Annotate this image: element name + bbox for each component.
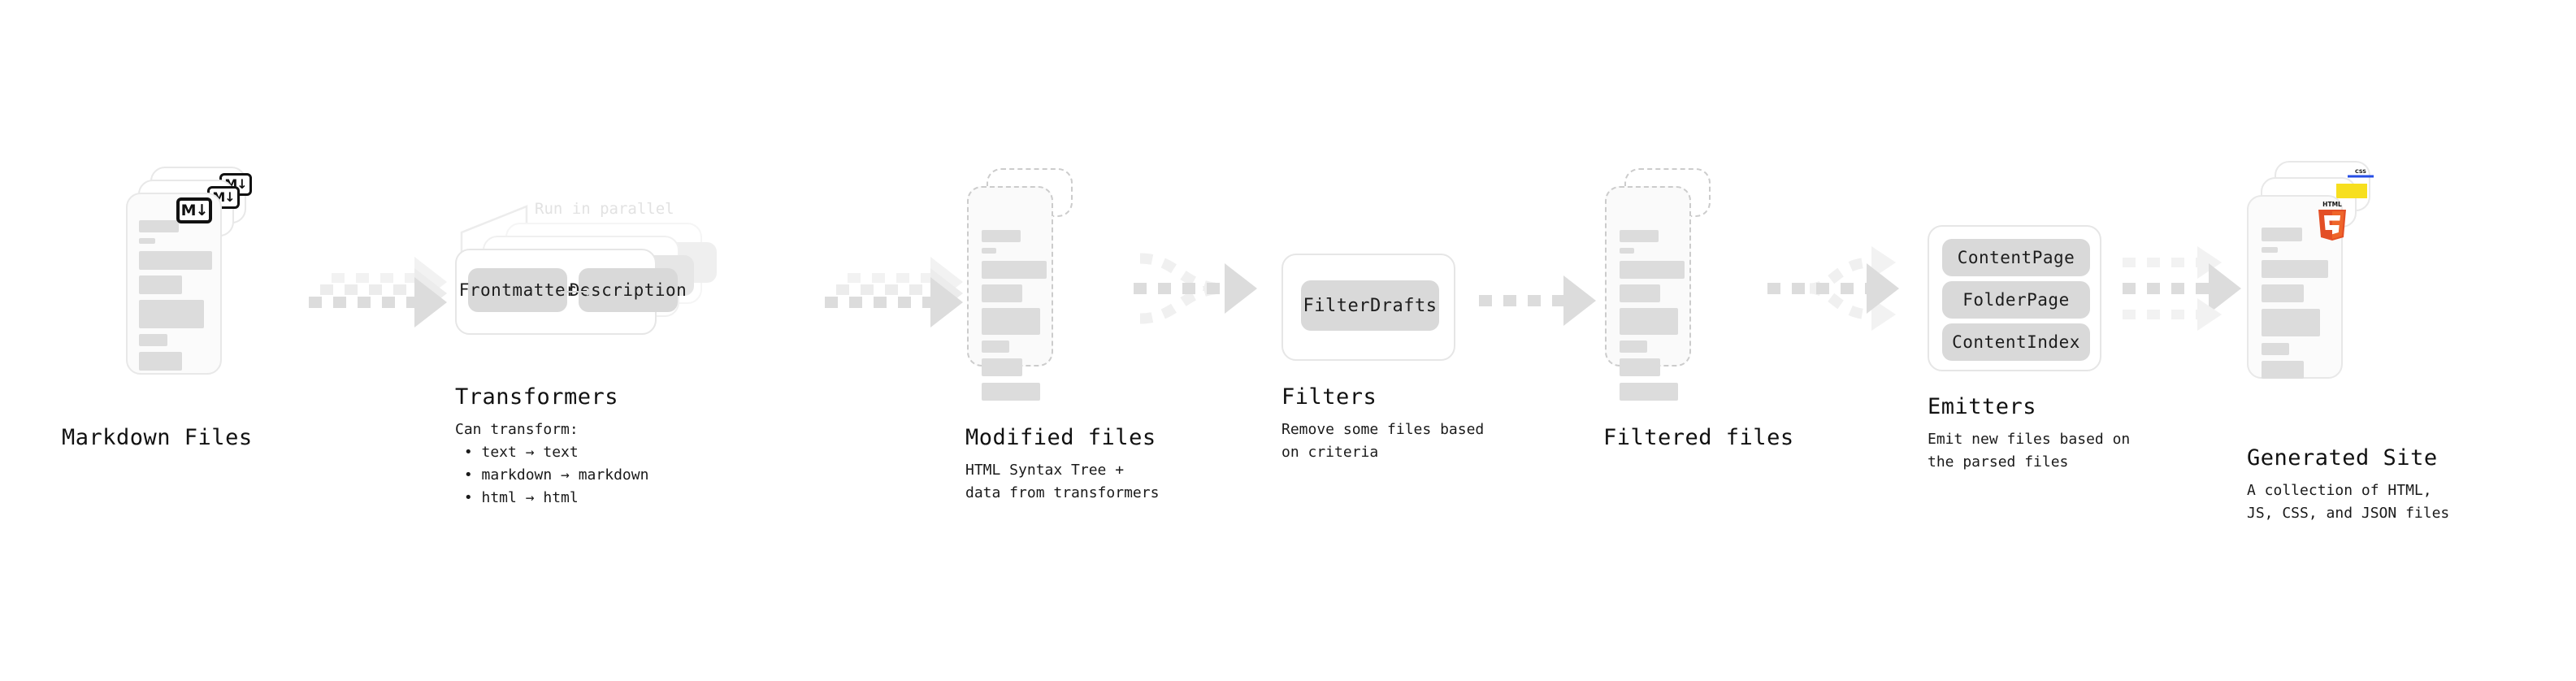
skeleton-line [982,358,1022,376]
filters-title: Filters [1281,384,1377,410]
transformer-chip-description[interactable]: Description [570,268,687,312]
skeleton-line [1620,230,1659,242]
flow-arrowhead [2197,298,2222,331]
generated-card-html [2247,195,2343,379]
filtered-card-front [1605,186,1691,401]
css3-logo-icon: CSS [2348,168,2374,178]
markdown-files-title: Markdown Files [62,425,253,450]
flow-arrowhead [930,277,963,327]
skeleton-line [1620,248,1634,254]
flow-dash [332,273,419,283]
flow-dash [825,297,935,308]
flow-dash [309,297,419,308]
filters-subtitle: Remove some files based on criteria [1281,421,1485,461]
skeleton-line [139,238,155,244]
emitters-subtitle: Emit new files based on the parsed files [1928,431,2131,471]
skeleton-line [1620,308,1678,335]
skeleton-line [2262,309,2320,336]
skeleton-line [982,308,1040,335]
skeleton-line [982,284,1022,302]
generated-site-subtitle: A collection of HTML, JS, CSS, and JSON … [2247,482,2450,522]
skeleton-line [2262,260,2328,278]
skeleton-line [1620,358,1660,376]
emitter-chip-contentindex[interactable]: ContentIndex [1942,323,2090,361]
skeleton-line [2262,343,2289,355]
flow-arrowhead [1867,263,1899,314]
transformers-title: Transformers [455,384,619,410]
flow-arrow-4 [1479,275,1613,326]
skeleton-line [982,230,1021,242]
skeleton-line [982,248,996,254]
modified-card-front [967,186,1053,401]
flow-dash [2123,258,2201,267]
skeleton-line [2262,284,2304,302]
skeleton-line [139,220,179,232]
skeleton-line [139,251,212,270]
skeleton-line [1620,284,1660,302]
flow-dash [320,284,419,295]
parallel-bracket-icon [460,205,528,252]
flow-arrowhead [1225,263,1257,314]
emitters-panel: ContentPage FolderPage ContentIndex [1928,225,2101,371]
skeleton-line [139,334,167,346]
flow-dash [2123,283,2214,294]
skeleton-line [139,275,182,294]
skeleton-line [2262,247,2278,253]
flow-dash [2123,310,2201,319]
emitters-title: Emitters [1928,394,2037,419]
flow-arrow-1 [309,257,451,327]
js-logo-icon [2336,184,2367,198]
flow-arrow-3 [1134,244,1288,333]
flow-dash [836,284,935,295]
markdown-icon-front: M↓ [176,197,212,223]
flow-arrow-6 [2123,240,2269,337]
transformer-inner-arrow [561,288,594,296]
skeleton-line [982,261,1047,279]
flow-dash [1479,295,1568,306]
svg-text:CSS: CSS [2355,168,2366,175]
flow-dash [1767,283,1871,294]
transformer-panel-front: Frontmatter Description [455,249,687,335]
filter-chip-filterdrafts[interactable]: FilterDrafts [1301,280,1439,331]
emitter-chip-contentpage[interactable]: ContentPage [1942,239,2090,276]
flow-arrow-5 [1767,240,1926,337]
skeleton-line [2262,361,2304,379]
filtered-files-title: Filtered files [1603,425,1794,450]
generated-site-title: Generated Site [2247,445,2438,471]
skeleton-line [1620,340,1647,353]
skeleton-line [982,383,1040,401]
flow-arrow-2 [825,257,967,327]
skeleton-line [139,300,204,328]
skeleton-line [1620,383,1678,401]
filters-panel: FilterDrafts [1281,254,1455,361]
flow-dash [848,273,935,283]
skeleton-line [982,340,1009,353]
run-in-parallel-note: Run in parallel [535,200,674,218]
skeleton-line [139,352,182,371]
transformer-chip-frontmatter[interactable]: Frontmatter [459,268,576,312]
transformers-subtitle: Can transform: • text → text • markdown … [455,421,649,506]
skeleton-line [2262,228,2302,241]
emitter-chip-folderpage[interactable]: FolderPage [1942,281,2090,319]
flow-arrowhead [414,277,447,327]
flow-arrowhead [1563,275,1596,326]
modified-files-subtitle: HTML Syntax Tree + data from transformer… [965,462,1160,501]
html5-logo-icon: HTML [2318,201,2346,241]
skeleton-line [1620,261,1685,279]
modified-files-title: Modified files [965,425,1156,450]
svg-text:HTML: HTML [2322,201,2342,208]
flow-dash [1134,283,1229,294]
